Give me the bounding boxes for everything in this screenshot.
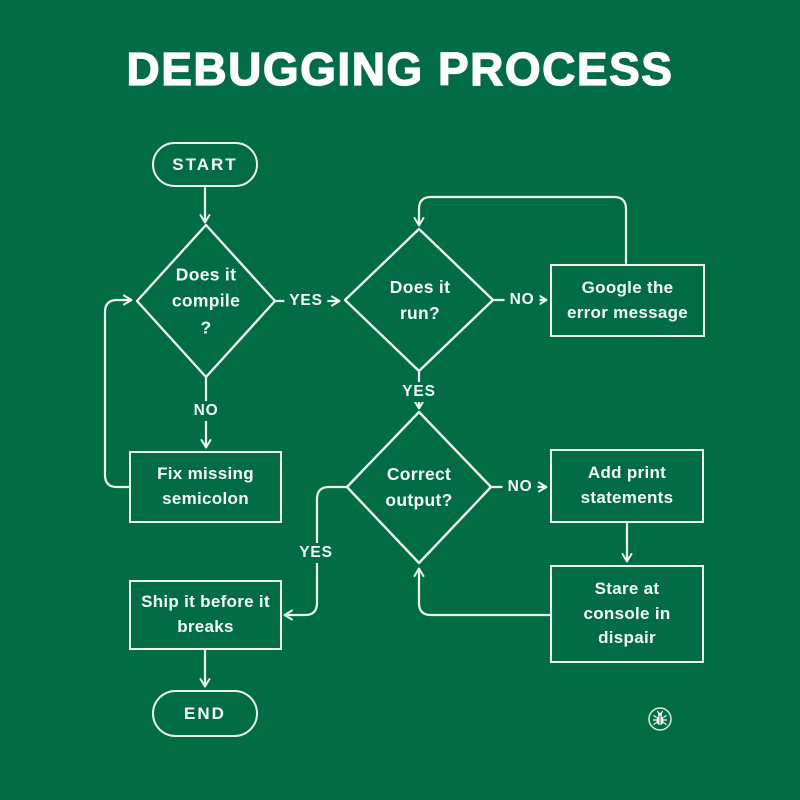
end-label: END — [184, 703, 226, 723]
edge-fix-loop-to-compile — [103, 294, 133, 489]
google-error-node: Google the error message — [550, 264, 705, 337]
end-node: END — [152, 690, 258, 737]
label-no-correct-addprint: NO — [502, 477, 538, 497]
add-print-node: Add print statements — [550, 449, 704, 523]
compile-decision-text: Does it compile ? — [171, 264, 241, 338]
edge-stare-loop-to-correct — [413, 567, 552, 617]
compile-decision-shape — [135, 223, 277, 379]
label-no-run-google: NO — [504, 290, 540, 310]
label-yes-correct-ship: YES — [294, 543, 338, 563]
fix-semicolon-node: Fix missing semicolon — [129, 451, 282, 523]
label-no-compile-fix: NO — [188, 401, 224, 421]
run-decision-shape — [343, 227, 495, 373]
correct-output-decision-text: Correct output? — [385, 463, 453, 510]
correct-output-decision-shape — [345, 410, 493, 565]
run-decision-text: Does it run? — [389, 276, 451, 323]
edge-google-loop-to-run — [413, 195, 628, 265]
page-title: DEBUGGING PROCESS — [126, 42, 674, 95]
start-label: START — [172, 154, 238, 174]
label-yes-run-correct: YES — [397, 382, 441, 402]
stare-console-node: Stare at console in dispair — [550, 565, 704, 663]
bug-icon — [647, 706, 673, 732]
start-node: START — [152, 142, 258, 187]
label-yes-compile-run: YES — [284, 291, 328, 311]
ship-it-node: Ship it before it breaks — [129, 580, 282, 650]
